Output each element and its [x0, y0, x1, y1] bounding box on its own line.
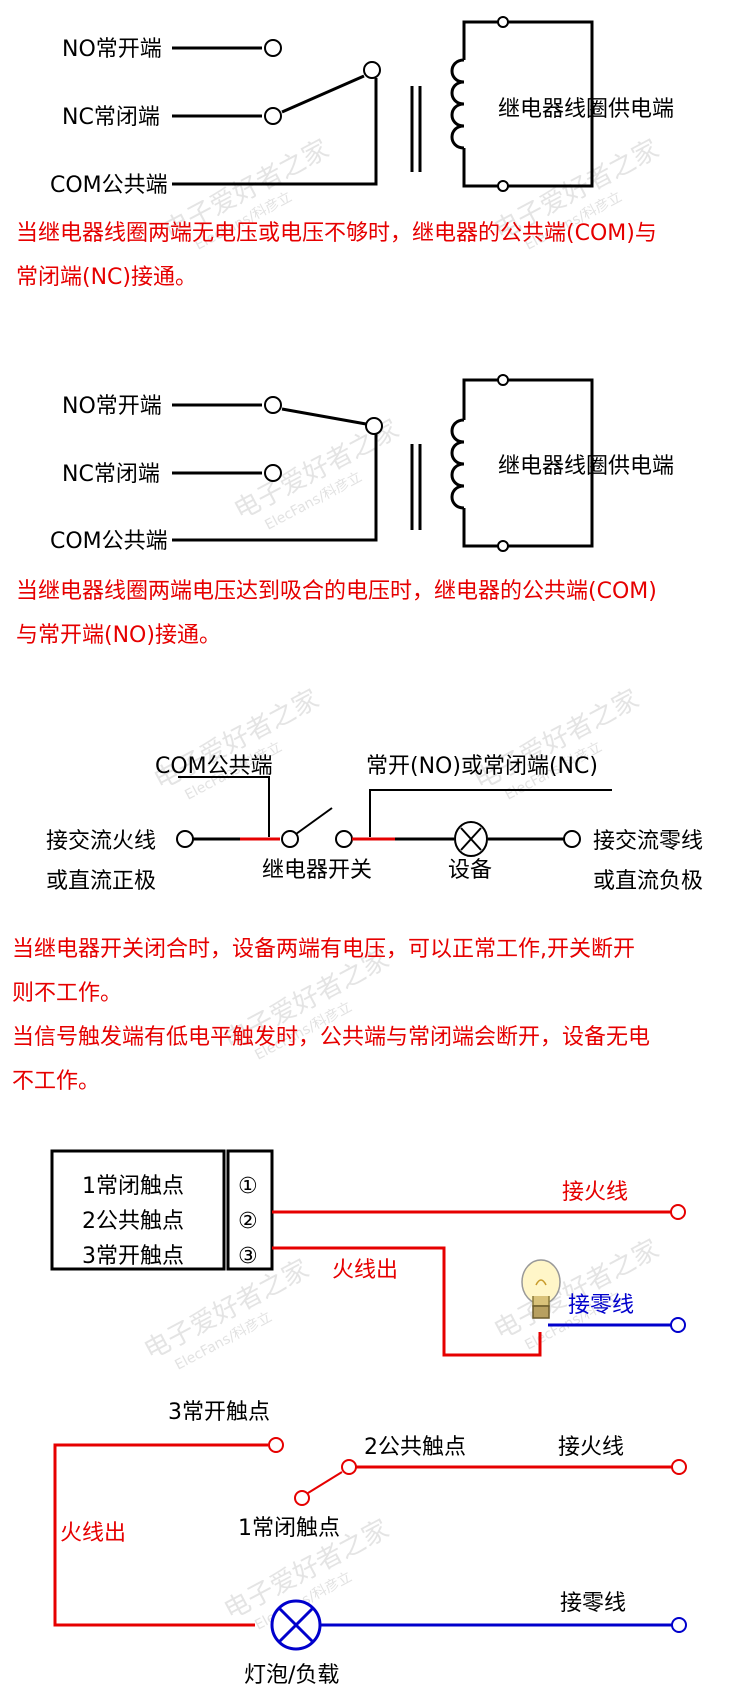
caption-line: 与常开端(NO)接通。: [16, 623, 221, 648]
com-wire: [172, 78, 378, 186]
coil-terminal-top: [497, 374, 509, 386]
coil-frame: [508, 20, 594, 188]
watermark-text: 电子爱好者之家: [489, 1234, 664, 1346]
left-input-terminal: [176, 830, 194, 848]
watermark-text: 电子爱好者之家: [469, 684, 644, 796]
caption-line: 不工作。: [12, 1069, 101, 1094]
nc-terminal: [264, 107, 282, 125]
com-pivot-terminal: [363, 61, 381, 79]
watermark-text: 电子爱好者之家: [139, 1254, 314, 1366]
live-in-label: 接火线: [558, 1435, 624, 1460]
coil-top-wire: [462, 378, 500, 420]
coil-terminal-bottom: [497, 540, 509, 552]
no-nc-leader-line: [369, 789, 612, 837]
neutral-terminal: [670, 1317, 686, 1333]
contact-blade: [307, 1471, 343, 1494]
live-out-label: 火线出: [332, 1258, 398, 1283]
com-label: COM公共端: [50, 529, 168, 554]
caption-line: 当信号触发端有低电平触发时，公共端与常闭端会断开，设备无电: [12, 1025, 651, 1050]
left-terminal-label-2: 或直流正极: [46, 869, 156, 894]
relay-switch-label: 继电器开关: [262, 858, 372, 883]
device-label: 设备: [448, 858, 492, 883]
nc-terminal: [264, 464, 282, 482]
caption-line: 当继电器开关闭合时，设备两端有电压，可以正常工作,开关断开: [12, 937, 635, 962]
live-in-terminal: [670, 1204, 686, 1220]
live-out-label: 火线出: [60, 1521, 126, 1546]
caption-de-energized: 当继电器线圈两端无电压或电压不够时，继电器的公共端(COM)与 常闭端(NC)接…: [16, 212, 736, 300]
caption-line: 当继电器线圈两端无电压或电压不够时，继电器的公共端(COM)与: [16, 221, 657, 246]
coil-bottom-wire: [462, 508, 500, 548]
neutral-label: 接零线: [560, 1591, 626, 1616]
load-lamp-cross: [277, 1606, 315, 1644]
coil-bottom-wire: [462, 148, 500, 188]
coil-winding: [450, 58, 465, 150]
common-contact-terminal: [341, 1459, 357, 1475]
caption-line: 当继电器线圈两端电压达到吸合的电压时，继电器的公共端(COM): [16, 579, 657, 604]
pin3-label: ③: [238, 1244, 258, 1269]
device-lamp-cross: [460, 827, 482, 851]
switch-circuit: [176, 776, 612, 857]
contact3-label: 3常开触点: [82, 1244, 184, 1269]
pin-box: [226, 1149, 274, 1271]
neutral-terminal: [671, 1617, 687, 1633]
no-contact-label: 3常开触点: [168, 1400, 270, 1425]
light-bulb-icon: [521, 1259, 561, 1319]
coil-top-wire: [462, 20, 500, 60]
right-output-terminal: [563, 830, 581, 848]
relay-diagram-on: [172, 374, 594, 552]
coil-winding: [450, 418, 465, 510]
watermark-text: 电子爱好者之家: [149, 684, 324, 796]
com-leader-line: [178, 776, 270, 837]
load-label: 灯泡/负载: [244, 1663, 339, 1688]
neutral-label: 接零线: [568, 1293, 634, 1318]
no-terminal: [264, 396, 282, 414]
common-contact-label: 2公共触点: [364, 1435, 466, 1460]
pin2-label: ②: [238, 1209, 258, 1234]
contact1-label: 1常闭触点: [82, 1174, 184, 1199]
com-wire: [172, 434, 378, 542]
live-in-terminal: [671, 1459, 687, 1475]
coil-terminal-top: [497, 16, 509, 28]
switch-blade-closed-no: [281, 407, 367, 426]
com-label: COM公共端: [50, 173, 168, 198]
no-terminal: [264, 39, 282, 57]
pin1-label: ①: [238, 1174, 258, 1199]
caption-line: 常闭端(NC)接通。: [16, 265, 197, 290]
no-contact-terminal: [268, 1437, 284, 1453]
caption-energized: 当继电器线圈两端电压达到吸合的电压时，继电器的公共端(COM) 与常开端(NO)…: [16, 570, 736, 658]
switch-terminal-left: [281, 830, 299, 848]
coil-terminal-bottom: [497, 180, 509, 192]
com-pivot-terminal: [365, 417, 383, 435]
switch-blade-closed-nc: [281, 74, 365, 114]
live-in-label: 接火线: [562, 1180, 628, 1205]
no-label: NO常开端: [62, 394, 162, 419]
relay-module-wiring: [50, 1149, 686, 1357]
coil-frame: [508, 378, 594, 548]
nc-contact-terminal: [294, 1490, 310, 1506]
nc-label: NC常闭端: [62, 105, 160, 130]
no-nc-label: 常开(NO)或常闭端(NC): [366, 754, 598, 779]
contact2-label: 2公共触点: [82, 1209, 184, 1234]
caption-switch: 当继电器开关闭合时，设备两端有电压，可以正常工作,开关断开 则不工作。 当信号触…: [12, 928, 732, 1104]
nc-contact-label: 1常闭触点: [238, 1516, 340, 1541]
switch-terminal-right: [335, 830, 353, 848]
right-terminal-label-1: 接交流零线: [593, 829, 703, 854]
relay-diagram-off: [172, 16, 594, 192]
contact-wiring: [53, 1437, 687, 1651]
coil-supply-label: 继电器线圈供电端: [498, 97, 674, 122]
caption-line: 则不工作。: [12, 981, 123, 1006]
contact-label-box: [50, 1149, 226, 1271]
left-terminal-label-1: 接交流火线: [46, 829, 156, 854]
right-terminal-label-2: 或直流负极: [593, 869, 703, 894]
com-label: COM公共端: [155, 754, 273, 779]
coil-supply-label: 继电器线圈供电端: [498, 454, 674, 479]
switch-blade-open: [295, 807, 333, 835]
no-label: NO常开端: [62, 37, 162, 62]
live-out-wire: [53, 1443, 268, 1627]
nc-label: NC常闭端: [62, 462, 160, 487]
live-out-wire: [272, 1246, 542, 1357]
